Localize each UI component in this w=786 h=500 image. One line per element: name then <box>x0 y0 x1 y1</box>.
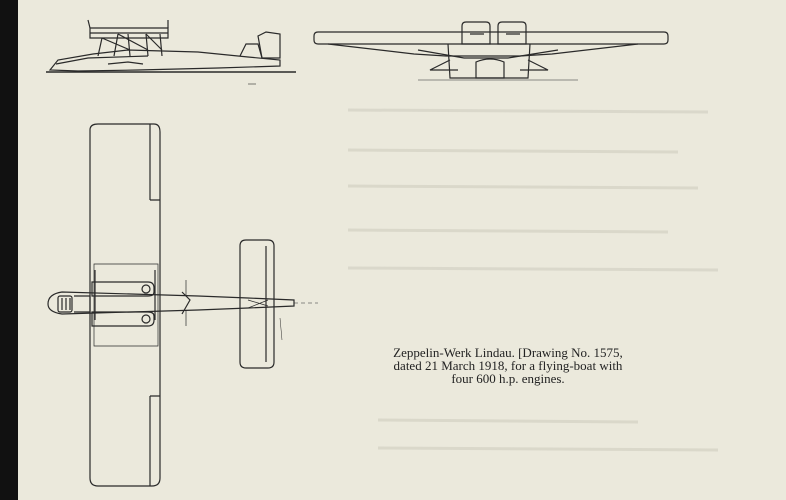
aircraft-three-view-drawing <box>46 19 719 487</box>
bleed-through-marks <box>347 108 719 452</box>
drawing-page: Zeppelin-Werk Lindau. [Drawing No. 1575,… <box>18 0 786 500</box>
plan-view <box>47 123 318 487</box>
side-view <box>46 19 296 85</box>
caption-line-2: dated 21 March 1918, for a flying-boat w… <box>393 358 623 373</box>
figure-caption: Zeppelin-Werk Lindau. [Drawing No. 1575,… <box>358 346 658 385</box>
front-view <box>313 21 669 81</box>
caption-line-1: Zeppelin-Werk Lindau. [Drawing No. 1575, <box>393 345 623 360</box>
caption-line-3: four 600 h.p. engines. <box>451 371 565 386</box>
